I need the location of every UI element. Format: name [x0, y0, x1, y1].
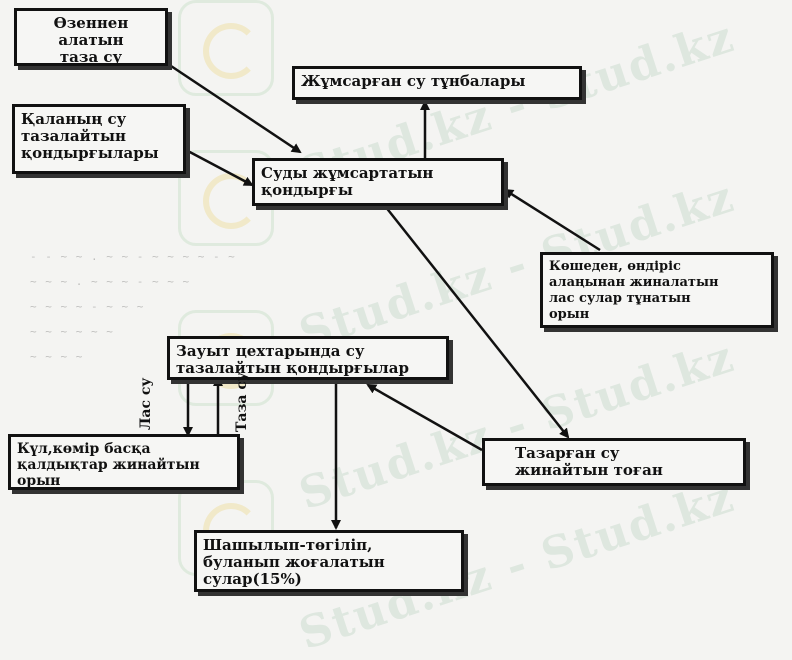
node-water-softener: Суды жұмсартатын қондырғы	[252, 158, 504, 206]
scan-noise: ~ ~ ~ ~	[30, 350, 84, 363]
edge-city-to-softener	[185, 148, 254, 187]
scan-noise: ~ ~ ~ . ~ ~ ~ - ~ ~ ~	[30, 275, 191, 288]
edge-pond-to-factory	[366, 383, 483, 452]
scan-noise: - - ~ ~ . ~ ~ - ~ ~ ~ ~ - ~	[30, 250, 236, 263]
edge-river-to-softener	[167, 62, 302, 154]
scan-noise: ~ ~ ~ ~ ~ ~	[30, 325, 114, 338]
watermark-logo	[178, 0, 274, 96]
diagram-canvas: Stud.kz - Stud.kz Stud.kz - Stud.kz Stud…	[8, 0, 774, 660]
node-city-water-plants: Қаланың су тазалайтын қондырғылары	[12, 104, 186, 174]
node-street-runoff: Көшеден, өндіріс алаңынан жиналатын лас …	[540, 252, 774, 328]
label-dirty-water: Лас су	[138, 377, 154, 430]
node-river-clean-water: Өзеннен алатын таза су	[14, 8, 168, 66]
scan-noise: ~ ~ ~ ~ - ~ ~ ~	[30, 300, 145, 313]
edge-softener-to-pond	[384, 205, 570, 439]
node-clean-water-pond: Тазарған су жинайтын тоған	[482, 438, 746, 486]
edge-runoff-to-softener	[503, 188, 601, 252]
label-clean-water: Таза су	[234, 372, 250, 432]
node-ash-coal-waste: Күл,көмір басқа қалдықтар жинайтын орын	[8, 434, 240, 490]
node-factory-water-plants: Зауыт цехтарында су тазалайтын қондырғыл…	[167, 336, 449, 380]
node-soft-water-sediment: Жұмсарған су тұнбалары	[292, 66, 582, 100]
node-water-losses: Шашылып-төгіліп, буланып жоғалатын сулар…	[194, 530, 464, 592]
connectors	[167, 62, 601, 530]
